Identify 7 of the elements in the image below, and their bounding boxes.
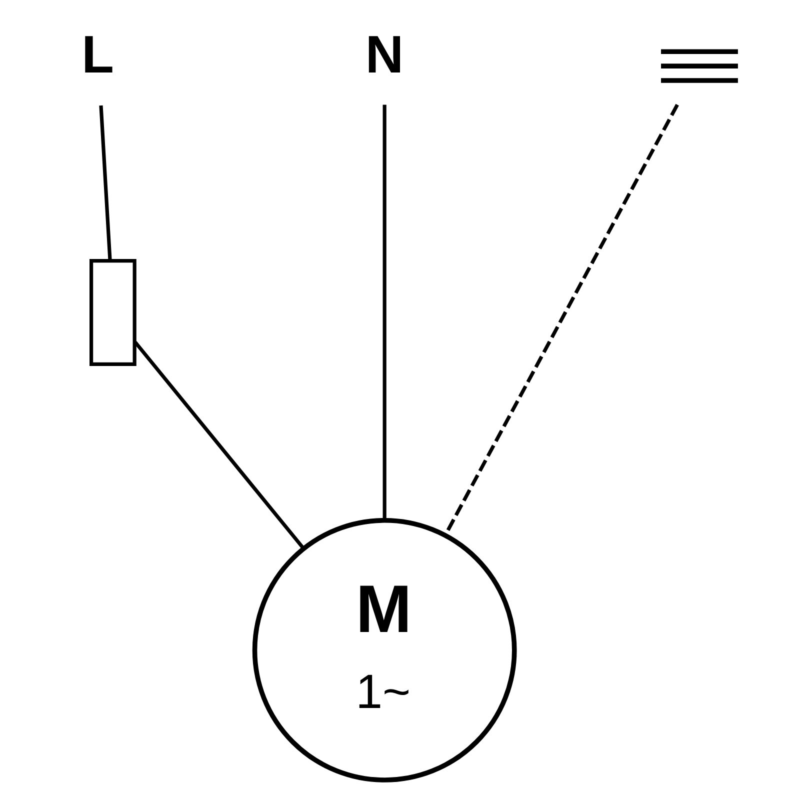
node-text: L [82, 25, 114, 84]
connector [382, 104, 386, 520]
connector [99, 105, 112, 260]
node-text: N [365, 25, 404, 84]
connector [134, 340, 305, 550]
node-box [90, 258, 136, 366]
node-circle: M 1~ [252, 518, 517, 782]
